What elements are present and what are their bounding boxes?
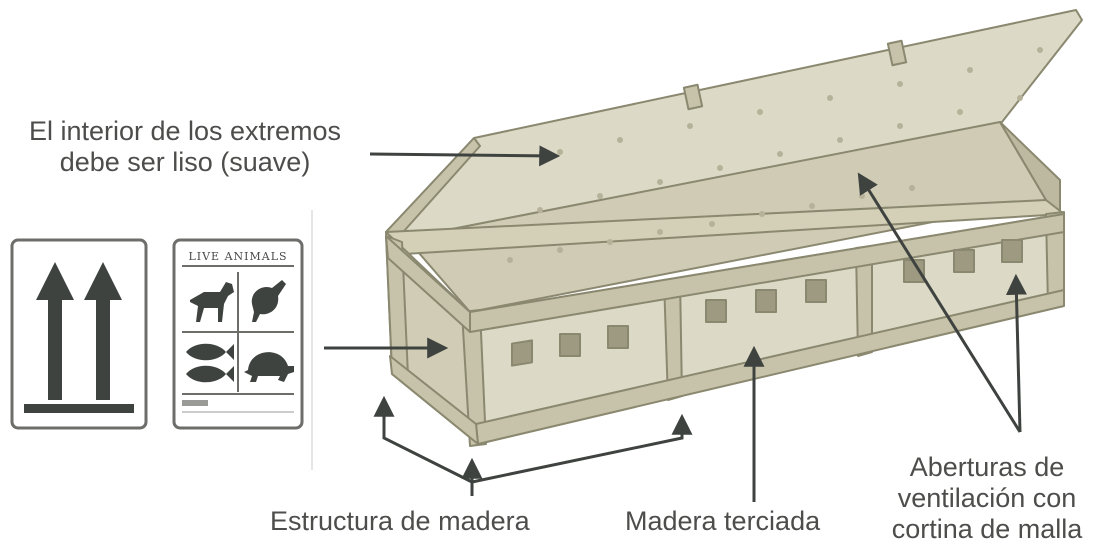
fish-icon: [186, 343, 234, 383]
ventilation-label: Aberturas de ventilación con cortina de …: [880, 452, 1094, 545]
leader-lines: [324, 145, 1027, 502]
bird-icon: [251, 280, 286, 322]
ventilation-openings: [511, 239, 1023, 367]
ventilation-line-1: Aberturas de: [909, 452, 1065, 482]
up-arrow-icon: [84, 262, 122, 400]
base-bar: [24, 404, 134, 413]
interior-line-2: debe ser liso (suave): [59, 147, 311, 177]
interior-line-1: El interior de los extremos: [28, 116, 342, 146]
live-animals-label: LIVE ANIMALS: [172, 238, 304, 430]
interior-smooth-label: El interior de los extremos debe ser lis…: [0, 116, 370, 178]
turtle-icon: [244, 352, 294, 382]
up-arrow-icon: [36, 262, 74, 400]
crate: [385, 9, 1083, 447]
dog-icon: [190, 282, 234, 322]
ventilation-line-2: ventilación con: [897, 483, 1077, 513]
live-animals-title: LIVE ANIMALS: [188, 250, 287, 263]
wood-frame-label: Estructura de madera: [270, 506, 530, 536]
ventilation-line-3: cortina de malla: [891, 514, 1083, 544]
this-way-up-label: [10, 238, 148, 430]
plywood-label: Madera terciada: [625, 506, 821, 536]
